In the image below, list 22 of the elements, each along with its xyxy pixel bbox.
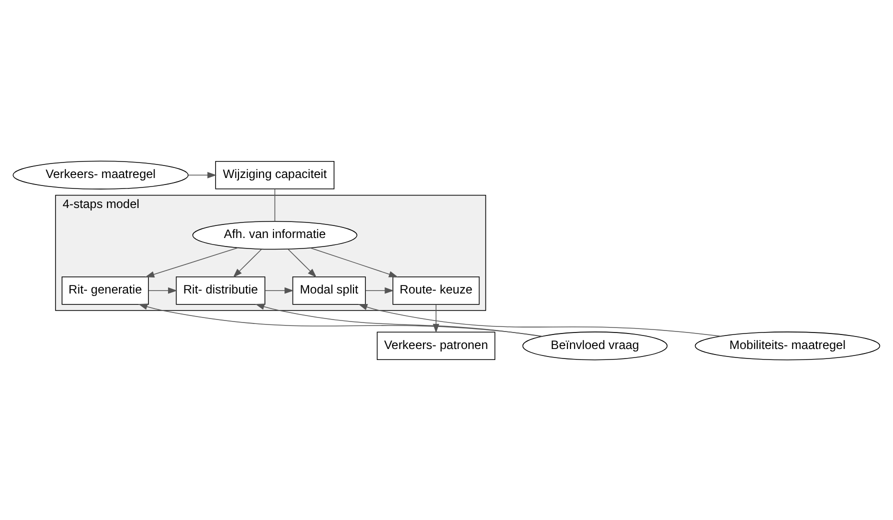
- node-ellipse: Mobiliteits- maatregel: [694, 331, 880, 360]
- connector: [274, 188, 276, 222]
- node-box: Route- keuze: [392, 276, 480, 304]
- node-box: Rit- distributie: [176, 276, 266, 304]
- node-box: Wijziging capaciteit: [215, 160, 334, 189]
- arrow: [288, 248, 317, 277]
- arrow: [310, 247, 398, 277]
- arrow: [148, 286, 178, 294]
- node-box: Modal split: [292, 276, 366, 304]
- arrow: [358, 303, 721, 336]
- arrow: [255, 303, 542, 336]
- arrow: [188, 171, 217, 178]
- node-ellipse: Verkeers- maatregel: [12, 160, 189, 189]
- node-box: Verkeers- patronen: [376, 331, 496, 360]
- node-box: Rit- generatie: [62, 276, 149, 304]
- arrow: [233, 248, 262, 277]
- arrow: [264, 286, 294, 294]
- arrow: [145, 246, 238, 277]
- node-ellipse: Afh. van informatie: [192, 220, 358, 250]
- arrow: [138, 303, 542, 336]
- arrow: [365, 286, 394, 294]
- node-ellipse: Beïnvloed vraag: [522, 331, 668, 360]
